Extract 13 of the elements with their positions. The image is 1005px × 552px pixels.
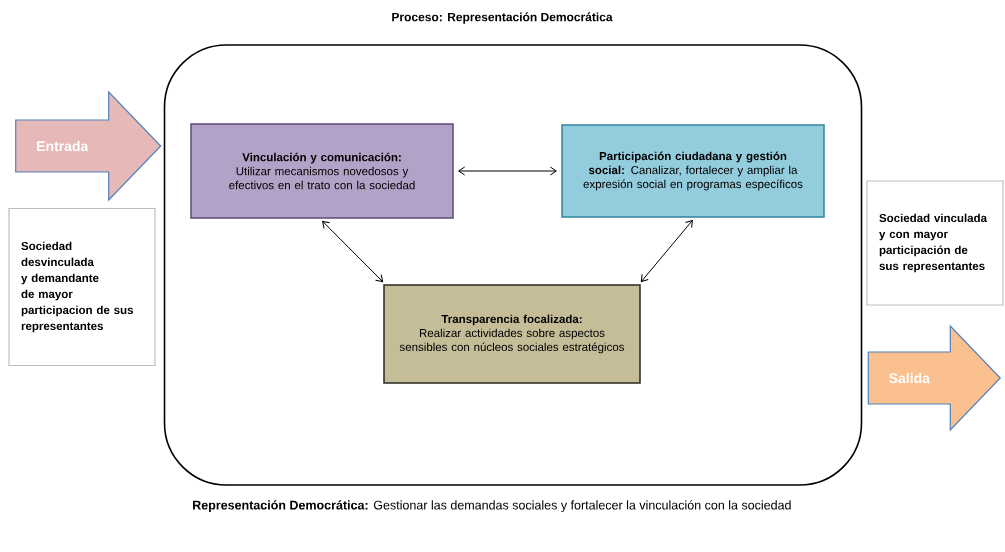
arrow: [640, 219, 693, 283]
process-box: Transparencia focalizada: Realizar actividades sobre aspectos sensibles con núcleos sociales estratégicos: [383, 284, 641, 384]
block-arrow: [15, 90, 162, 202]
block-arrow: [867, 324, 1002, 432]
caption: Representación Democrática: Gestionar las demandas sociales y fortalecer la vinculación con la sociedad: [193, 500, 791, 512]
input-text-box: Sociedad desvinculada y demandante de mayor participacion de sus representantes: [8, 207, 156, 367]
arrow: [458, 166, 557, 176]
arrow: [322, 220, 384, 283]
process-box: Vinculación y comunicación: Utilizar mecanismos novedosos y efectivos en el trato con la sociedad: [190, 123, 454, 219]
process-box: Participación ciudadana y gestión social: Canalizar, fortalecer y ampliar la expresión social en programas específicos: [561, 124, 825, 218]
output-text-box: Sociedad vinculada y con mayor participación de sus representantes: [866, 180, 1004, 306]
process-frame: [163, 44, 863, 486]
title: Proceso: Representación Democrática: [392, 12, 613, 24]
